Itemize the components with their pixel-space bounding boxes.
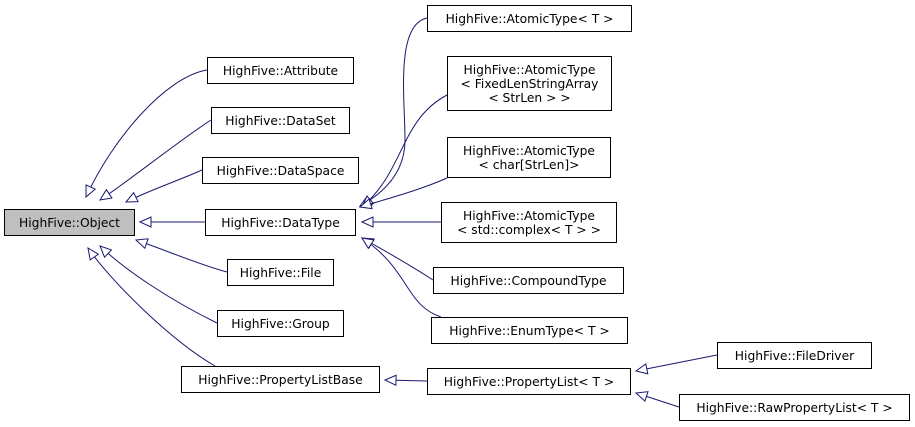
node-highfive-rawpropertylist-t[interactable]: HighFive::RawPropertyList< T >	[679, 394, 910, 421]
node-highfive-file[interactable]: HighFive::File	[227, 259, 334, 286]
node-highfive-dataspace[interactable]: HighFive::DataSpace	[202, 157, 359, 184]
node-highfive-atomictype-char[interactable]: HighFive::AtomicType < char[StrLen]>	[447, 137, 611, 178]
node-highfive-object[interactable]: HighFive::Object	[4, 209, 135, 236]
edge-plistbase-to-object	[87, 247, 216, 367]
node-highfive-propertylistbase[interactable]: HighFive::PropertyListBase	[181, 366, 380, 393]
edge-group-to-object	[99, 245, 218, 324]
arrowhead-dataspace-to-object	[124, 191, 139, 203]
arrowhead-atomic_complex-to-datatype	[360, 216, 374, 228]
node-highfive-attribute[interactable]: HighFive::Attribute	[207, 57, 354, 84]
node-highfive-enumtype-t[interactable]: HighFive::EnumType< T >	[431, 317, 628, 344]
arrowhead-raw_plist-to-plist_t	[634, 391, 649, 403]
node-highfive-atomictype-fixedlenstringarray[interactable]: HighFive::AtomicType < FixedLenStringArr…	[447, 56, 612, 111]
arrowhead-plist_t-to-plistbase	[383, 374, 397, 387]
arrowhead-enum_t-to-datatype	[360, 237, 375, 250]
arrowhead-datatype-to-object	[138, 216, 152, 228]
arrowhead-dataset-to-object	[98, 188, 113, 201]
node-highfive-atomictype-t[interactable]: HighFive::AtomicType< T >	[427, 5, 632, 32]
edge-enum_t-to-datatype	[361, 237, 442, 318]
node-highfive-datatype[interactable]: HighFive::DataType	[205, 209, 356, 236]
edge-filedriver-to-plist_t	[635, 354, 718, 372]
arrowhead-attribute-to-object	[85, 184, 97, 199]
arrowhead-group-to-object	[99, 245, 113, 259]
node-highfive-dataset[interactable]: HighFive::DataSet	[211, 107, 350, 134]
edge-file-to-object	[135, 239, 228, 273]
edge-dataspace-to-object	[125, 169, 203, 203]
arrowhead-plistbase-to-object	[87, 247, 100, 261]
edge-compound-to-datatype	[361, 237, 434, 281]
edge-atomic_t-to-datatype	[359, 17, 428, 207]
node-highfive-propertylist-t[interactable]: HighFive::PropertyList< T >	[427, 368, 631, 395]
node-highfive-atomictype-complex[interactable]: HighFive::AtomicType < std::complex< T >…	[441, 202, 617, 243]
node-highfive-group[interactable]: HighFive::Group	[217, 310, 344, 337]
arrowhead-filedriver-to-plist_t	[634, 363, 649, 375]
arrowhead-file-to-object	[134, 238, 149, 250]
node-highfive-filedriver[interactable]: HighFive::FileDriver	[717, 342, 872, 369]
edge-attribute-to-object	[85, 69, 208, 198]
arrowhead-atomic_char-to-datatype	[358, 198, 373, 210]
edge-atomic_fixed-to-datatype	[361, 94, 448, 208]
edge-dataset-to-object	[99, 119, 212, 201]
node-highfive-compoundtype[interactable]: HighFive::CompoundType	[433, 267, 624, 294]
edge-atomic_char-to-datatype	[359, 177, 448, 208]
